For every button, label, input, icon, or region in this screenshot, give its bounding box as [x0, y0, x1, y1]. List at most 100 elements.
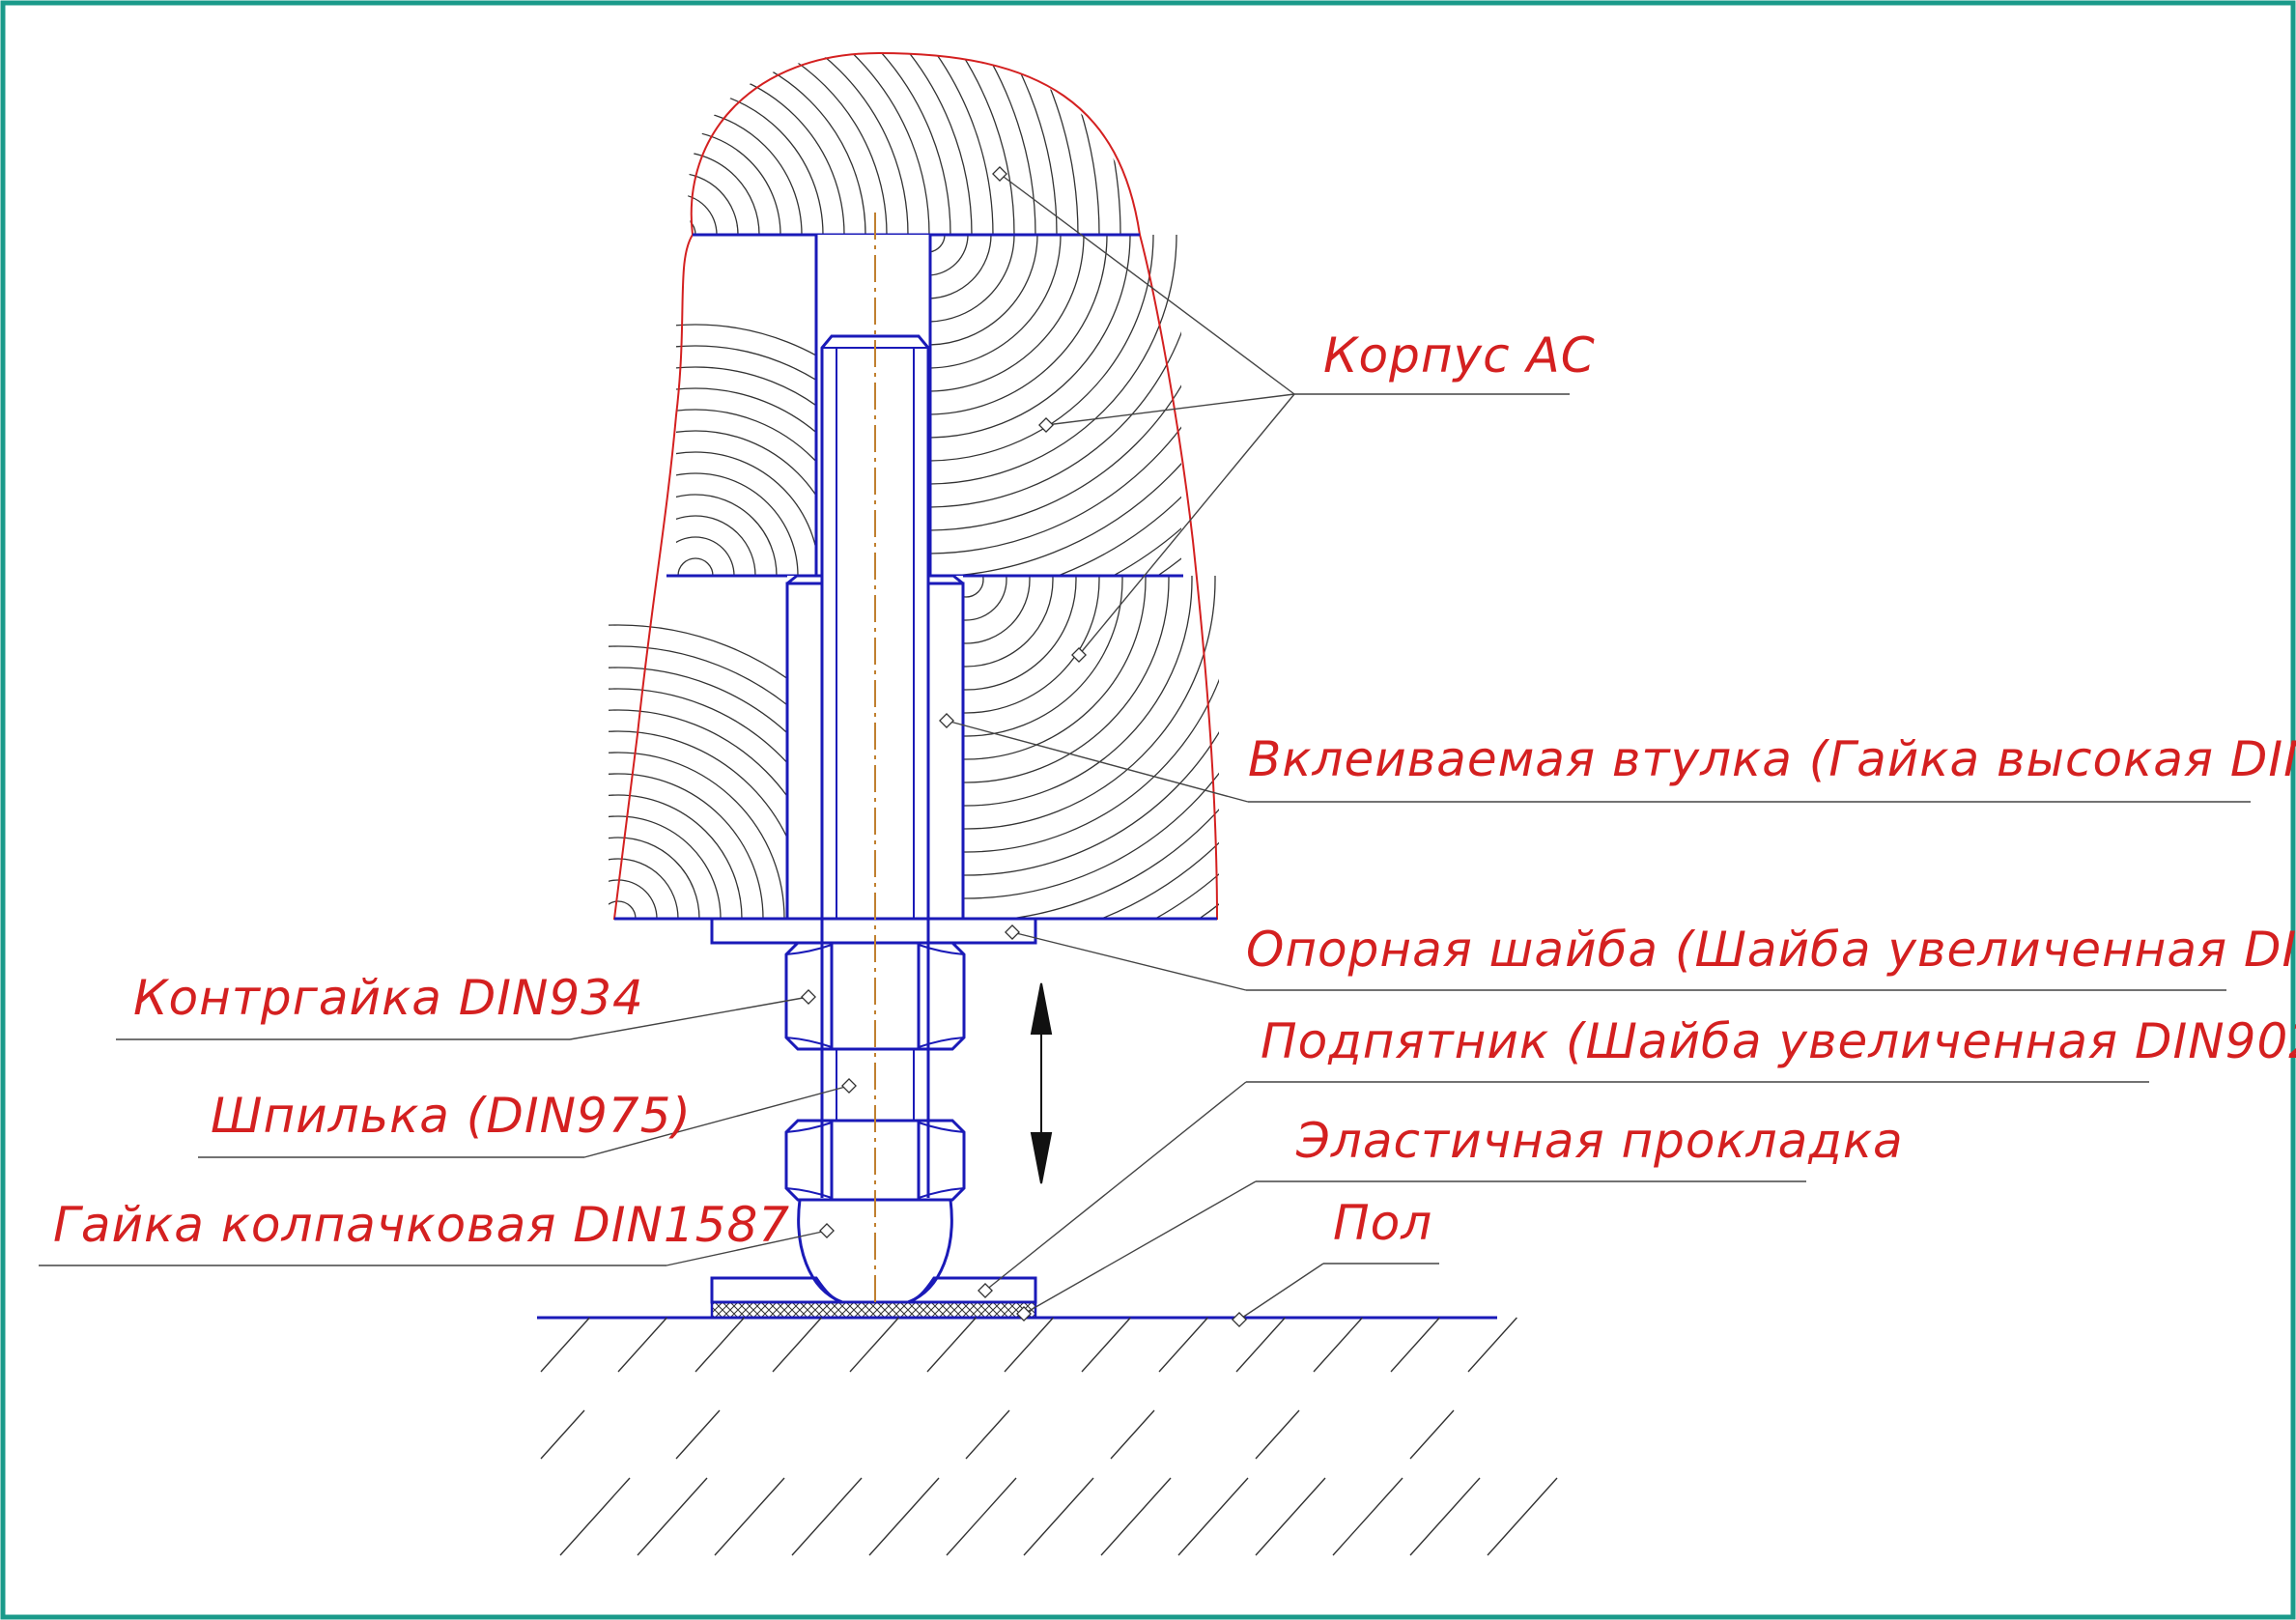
- wood-grain-line: [963, 576, 1007, 621]
- wood-grain-line: [1198, 903, 1219, 919]
- wood-grain-line: [688, 53, 1079, 235]
- label-shaiba: Опорная шайба (Шайба увеличенная DIN9021…: [1246, 922, 2296, 978]
- leader-marker: [992, 166, 1007, 182]
- wood-grain-line: [963, 576, 1031, 644]
- wood-grain-line: [676, 536, 735, 576]
- ground-hatch-line: [1409, 1477, 1481, 1556]
- wood-grain-line: [688, 53, 1140, 235]
- wood-grain-line: [963, 576, 1170, 783]
- wood-grain-top: [688, 53, 1140, 235]
- wood-grain-line: [963, 576, 1147, 760]
- ground-hatch-line: [1235, 1317, 1286, 1373]
- wood-grain-line: [963, 678, 1219, 853]
- wood-grain-line: [609, 752, 785, 919]
- ground-hatch-line: [1110, 1409, 1155, 1460]
- wood-grain-line: [688, 214, 696, 235]
- wood-grain-line: [963, 576, 984, 598]
- ground-hatch-line: [714, 1477, 785, 1556]
- ground-hatch-line: [1255, 1409, 1300, 1460]
- ground-hatch-line: [1390, 1317, 1440, 1373]
- wood-grain-line: [963, 772, 1219, 899]
- wood-grain-line: [963, 576, 1123, 737]
- wood-grain-line: [1099, 841, 1219, 919]
- wood-grain-line: [609, 837, 700, 919]
- ground-hatch-line: [540, 1409, 585, 1460]
- wood-grain-line: [688, 53, 1058, 235]
- wood-grain-line: [609, 900, 637, 919]
- label-korpus: Корпус АС: [1323, 327, 1596, 384]
- wood-grain-line: [688, 53, 1140, 235]
- callouts: Корпус АС Вклеиваемая втулка (Гайка высо…: [39, 166, 2296, 1327]
- leader-marker: [1005, 924, 1020, 940]
- leader-marker: [819, 1223, 835, 1238]
- label-kolpachok: Гайка колпачковая DIN1587: [53, 1197, 790, 1253]
- wood-grain-line: [676, 324, 816, 356]
- wood-grain-line: [609, 667, 787, 734]
- wood-grain-line: [677, 557, 714, 576]
- ground-hatch-line: [1255, 1477, 1326, 1556]
- ground-hatch-line: [1332, 1477, 1403, 1556]
- lock-nut: [784, 941, 966, 1051]
- wood-grain-line: [963, 576, 1077, 691]
- wood-grain-line: [609, 688, 787, 764]
- ground-hatch-line: [1023, 1477, 1094, 1556]
- label-shpilka: Шпилька (DIN975): [211, 1088, 692, 1144]
- wood-grain-line: [609, 773, 764, 919]
- leader-marker: [841, 1078, 857, 1094]
- speaker-body-outline: [612, 51, 1219, 920]
- wood-grain-line: [963, 730, 1219, 876]
- wood-grain-line: [676, 345, 816, 382]
- ground-hatch-line: [772, 1317, 822, 1373]
- label-prokladka: Эластичная прокладка: [1295, 1113, 1904, 1169]
- wood-grain-line: [609, 879, 658, 919]
- wood-grain-line: [676, 430, 816, 497]
- wood-grain-line: [609, 858, 679, 919]
- leader-marker: [801, 989, 816, 1005]
- ground-hatch-line: [637, 1477, 708, 1556]
- label-kontrgaika: Контргайка DIN934: [133, 970, 644, 1026]
- leader-marker: [1232, 1312, 1247, 1327]
- wood-grain-line: [963, 576, 1054, 668]
- wood-grain-line: [1005, 808, 1219, 919]
- ground-hatch-line: [791, 1477, 863, 1556]
- label-pol: Пол: [1333, 1195, 1432, 1251]
- wood-grain-line: [609, 815, 722, 919]
- ground-hatch-line: [1467, 1317, 1517, 1373]
- wood-grain-line: [676, 366, 816, 407]
- floor: [537, 1316, 1558, 1556]
- ground-hatch-line: [675, 1409, 721, 1460]
- elastic-gasket: [710, 1300, 1037, 1320]
- leader-marker: [978, 1283, 993, 1298]
- leader-marker: [939, 713, 954, 728]
- label-vtulka: Вклеиваемая втулка (Гайка высокая DIN633…: [1248, 731, 2296, 787]
- leader-marker: [1038, 417, 1054, 433]
- wood-grain-line: [963, 576, 1216, 830]
- wood-grain-line: [676, 515, 756, 576]
- wood-grain-line: [676, 472, 799, 576]
- wood-grain-line: [609, 794, 743, 919]
- wood-grain-line: [963, 576, 1193, 807]
- wood-grain-line: [609, 709, 787, 798]
- ground-hatch-line: [965, 1409, 1010, 1460]
- ground-hatch-line: [1177, 1477, 1249, 1556]
- wood-grain-low-left: [609, 624, 787, 919]
- wood-grain-line: [688, 53, 1140, 235]
- ground-hatch-line: [694, 1317, 745, 1373]
- wood-grain-line: [609, 730, 787, 839]
- ground-hatch-line: [617, 1317, 667, 1373]
- ground-hatch-line: [1487, 1477, 1558, 1556]
- ground-hatch-line: [540, 1317, 590, 1373]
- wood-grain-low-right: [963, 576, 1219, 919]
- ground-hatch-line: [1158, 1317, 1208, 1373]
- speaker-body: [609, 51, 1219, 921]
- wood-grain-line: [609, 624, 787, 680]
- wood-grain-mid-left: [676, 324, 816, 576]
- wood-grain-line: [963, 576, 1100, 714]
- wood-grain-line: [688, 53, 1100, 235]
- leader-marker: [1071, 647, 1087, 663]
- leader-marker: [1016, 1306, 1032, 1322]
- wood-grain-line: [609, 645, 787, 706]
- ground-hatch-line: [1409, 1409, 1455, 1460]
